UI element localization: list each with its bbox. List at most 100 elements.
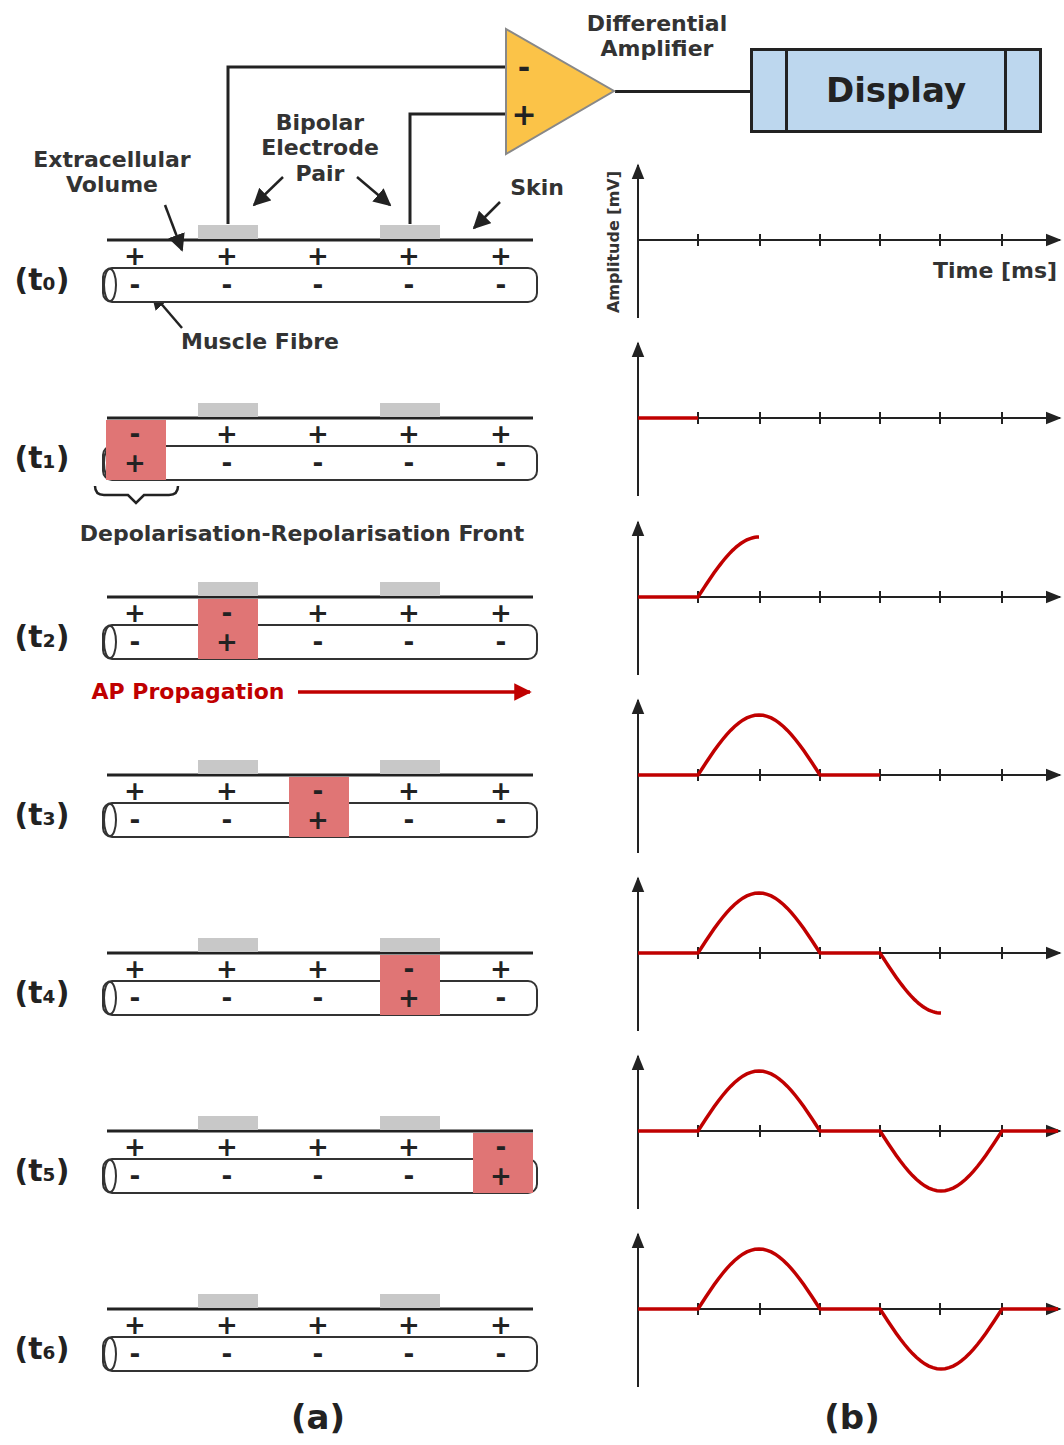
charge-sign: - [496,984,507,1014]
fibre-end [104,982,116,1014]
tick [1001,769,1003,781]
signal-trace [638,893,941,1013]
muscle-fibre [103,1159,537,1193]
charge-sign: + [398,777,420,807]
charge-sign: - [404,806,415,836]
electrode [380,760,440,774]
charge-sign: - [404,628,415,658]
callout-label: Skin [510,175,564,200]
bracket [95,486,178,503]
tick [1001,412,1003,424]
fibre-end [104,1338,116,1370]
charge-sign: + [398,984,420,1014]
skin-line [107,417,533,420]
tick [939,412,941,424]
leader-arrow [357,177,390,205]
charge-sign: + [124,777,146,807]
charge-sign: + [490,242,512,272]
tick [1001,947,1003,959]
amplifier-triangle: Differential Amplifier-+ [505,28,615,155]
charge-sign: + [216,1133,238,1163]
charge-sign: - [222,599,233,629]
input-sign: + [511,98,536,133]
tick [939,1303,941,1315]
charge-sign: + [124,449,146,479]
charge-sign: - [130,806,141,836]
charge-sign: - [222,1162,233,1192]
electrode-wires [228,67,505,224]
electrode [380,1116,440,1130]
charge-sign: - [496,1340,507,1370]
electrode [198,760,258,774]
charge-sign: - [130,420,141,450]
skin-line [107,1130,533,1133]
charge-sign: - [222,806,233,836]
display-label: Display [826,71,966,110]
muscle-fibre [103,625,537,659]
tick [939,947,941,959]
axis-label: Amplitude [mV] [605,171,623,313]
time-step-label: (t₀) [15,263,70,298]
charge-sign: - [222,449,233,479]
muscle-fibre [103,803,537,837]
electrode [198,582,258,596]
x-axis [638,417,1060,419]
charge-sign: + [398,599,420,629]
charge-sign: + [124,1311,146,1341]
skin-line [107,596,533,599]
tick [939,234,941,246]
charge-sign: - [313,271,324,301]
fibre-end [104,269,116,301]
charge-sign: + [216,955,238,985]
charge-sign: - [130,984,141,1014]
amplifier-heading: Differential Amplifier [582,11,732,62]
leader-arrow [474,202,500,228]
tick [759,1303,761,1315]
tick [759,947,761,959]
electrode [380,225,440,239]
charge-sign: + [307,420,329,450]
muscle-fibre [103,268,537,302]
electrode [380,582,440,596]
y-axis [637,165,639,318]
signal-trace [638,1249,1058,1369]
depolarisation-front: -+ [380,955,440,1015]
display-bezel [785,51,788,130]
charge-sign: - [496,449,507,479]
charge-sign: - [496,271,507,301]
charge-sign: + [398,420,420,450]
signal-wire [615,90,750,93]
charge-sign: - [404,1162,415,1192]
x-axis [638,596,1060,598]
tick [1001,591,1003,603]
tick [939,769,941,781]
charge-sign: - [130,1162,141,1192]
signal-trace [638,715,880,775]
depolarisation-front: -+ [106,420,166,480]
skin-line [107,239,533,242]
charge-sign: - [130,628,141,658]
tick [697,234,699,246]
muscle-fibre [103,1337,537,1371]
tick [759,769,761,781]
charge-sign: + [398,1133,420,1163]
fibre-end [104,1160,116,1192]
fibre-end [104,804,116,836]
callout-label: Extracellular Volume [30,147,195,198]
charge-sign: + [307,1133,329,1163]
charge-sign: - [404,449,415,479]
callout-label: Muscle Fibre [181,329,339,354]
charge-sign: - [496,1133,507,1163]
panel-label: (a) [291,1398,345,1437]
charge-sign: - [404,271,415,301]
charge-sign: + [490,599,512,629]
charge-sign: + [490,777,512,807]
charge-sign: + [307,806,329,836]
time-step-label: (t₆) [15,1332,70,1367]
charge-sign: + [216,628,238,658]
wire [410,114,505,224]
electrode [198,403,258,417]
